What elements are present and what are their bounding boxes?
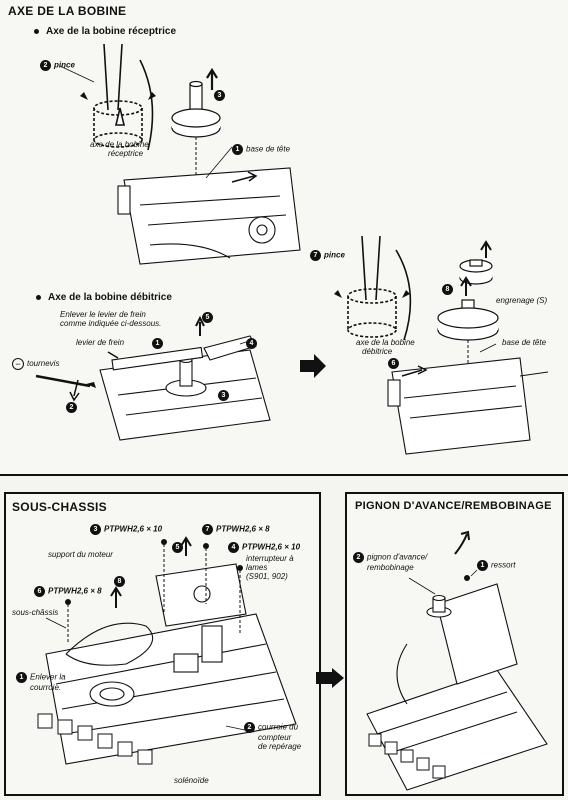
sub-chassis-panel: SOUS-CHASSIS <box>4 492 321 796</box>
step-5-badge: 5 <box>202 312 216 323</box>
base-right-label: base de tête <box>502 338 547 347</box>
pinion-illustration <box>366 530 548 791</box>
step-3-badge: 3 <box>214 90 228 101</box>
step-1-badge: 1 <box>152 338 166 349</box>
reel-shaft-panel: AXE DE LA BOBINE Axe de la bobine récept… <box>0 0 568 476</box>
step-6-badge: 6 <box>388 358 402 369</box>
sub-chassis-title: SOUS-CHASSIS <box>12 500 107 514</box>
supply-heading: Axe de la bobine débitrice <box>36 292 172 303</box>
sub-chassis-illustration <box>37 536 297 765</box>
screwdriver-label: −tournevis <box>12 358 59 370</box>
step-8-badge-sc: 8 <box>114 576 128 587</box>
pinion-title: PIGNON D'AVANCE/REMBOBINAGE <box>355 500 552 512</box>
gear-label: engrenage (S) <box>496 296 548 305</box>
step-3b-badge: 3 <box>218 390 232 401</box>
reel-shaft-illustration <box>35 43 549 455</box>
step-8-badge: 8 <box>442 284 456 295</box>
motor-bracket-label: support du moteur <box>48 550 113 559</box>
step-4-badge: 4 <box>246 338 260 349</box>
step-5-badge-sc: 5 <box>172 542 186 553</box>
section-title: AXE DE LA BOBINE <box>8 4 127 18</box>
sub-chassis-label: sous-châssis <box>12 608 59 617</box>
takeup-heading: Axe de la bobine réceptrice <box>34 26 176 37</box>
step-2-badge: 2 <box>66 402 80 413</box>
next-step-arrow-icon <box>316 668 344 688</box>
solenoid-label: solénoïde <box>174 776 209 785</box>
brake-lever-label: levier de frein <box>76 338 125 347</box>
